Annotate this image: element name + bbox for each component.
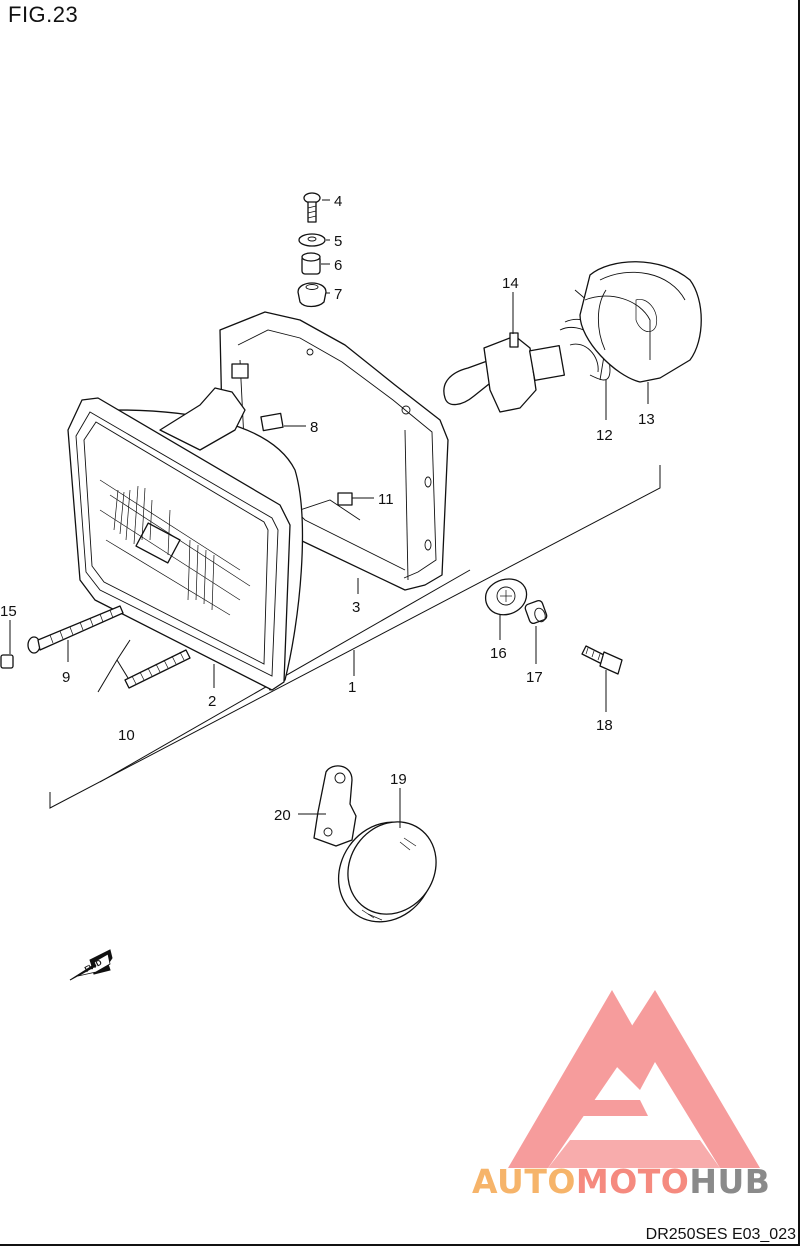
- bolt-18: [581, 645, 623, 675]
- callout-11: 11: [378, 491, 394, 508]
- triangle-emblem-icon: [508, 990, 760, 1168]
- bulb-14: [443, 332, 566, 413]
- headlight-unit: [67, 397, 304, 691]
- watermark-hub: HUB: [689, 1162, 771, 1201]
- callout-3: 3: [352, 599, 360, 616]
- diagram-code: DR250SES E03_023: [645, 1226, 796, 1243]
- callout-1: 1: [348, 679, 356, 696]
- callout-8: 8: [310, 419, 318, 436]
- fwd-arrow-icon: FWD: [69, 949, 113, 981]
- callout-9: 9: [62, 669, 70, 686]
- callout-4: 4: [334, 193, 342, 210]
- callout-10: 10: [118, 727, 135, 744]
- socket-cover-13: [579, 261, 702, 383]
- callout-7: 7: [334, 286, 342, 303]
- screw-4: [303, 192, 321, 223]
- callout-leaders: [9, 199, 649, 828]
- callout-6: 6: [334, 257, 342, 274]
- mounting-tab: [159, 387, 353, 506]
- figure-title: FIG.23: [8, 2, 79, 27]
- nut-15: [0, 654, 14, 669]
- callout-12: 12: [596, 427, 613, 444]
- callout-19: 19: [390, 771, 407, 788]
- reflector-19: [337, 821, 437, 923]
- cushion-16: [484, 578, 528, 616]
- callout-2: 2: [208, 693, 216, 710]
- callout-20: 20: [274, 807, 291, 824]
- right-border: [798, 0, 800, 1246]
- callout-13: 13: [638, 411, 655, 428]
- bracket-20: [313, 765, 357, 847]
- callout-16: 16: [490, 645, 507, 662]
- callout-numbers: 1 2 3 4 5 6 7 8 9 10 11 12 13 14 15 16 1…: [0, 193, 655, 824]
- callout-18: 18: [596, 717, 613, 734]
- callout-5: 5: [334, 233, 342, 250]
- collar-17: [524, 600, 548, 624]
- callout-15: 15: [0, 603, 17, 620]
- grommet-7: [297, 282, 327, 308]
- spring-10: [97, 639, 191, 693]
- screw-9: [27, 605, 124, 654]
- bottom-border: [0, 1244, 800, 1246]
- watermark-logo: AUTOMOTOHUB: [472, 1162, 770, 1201]
- watermark-auto: AUTO: [472, 1162, 576, 1201]
- callout-14: 14: [502, 275, 519, 292]
- collar-6: [301, 252, 321, 275]
- washer-5: [298, 233, 326, 247]
- callout-17: 17: [526, 669, 543, 686]
- watermark-moto: MOTO: [575, 1162, 690, 1201]
